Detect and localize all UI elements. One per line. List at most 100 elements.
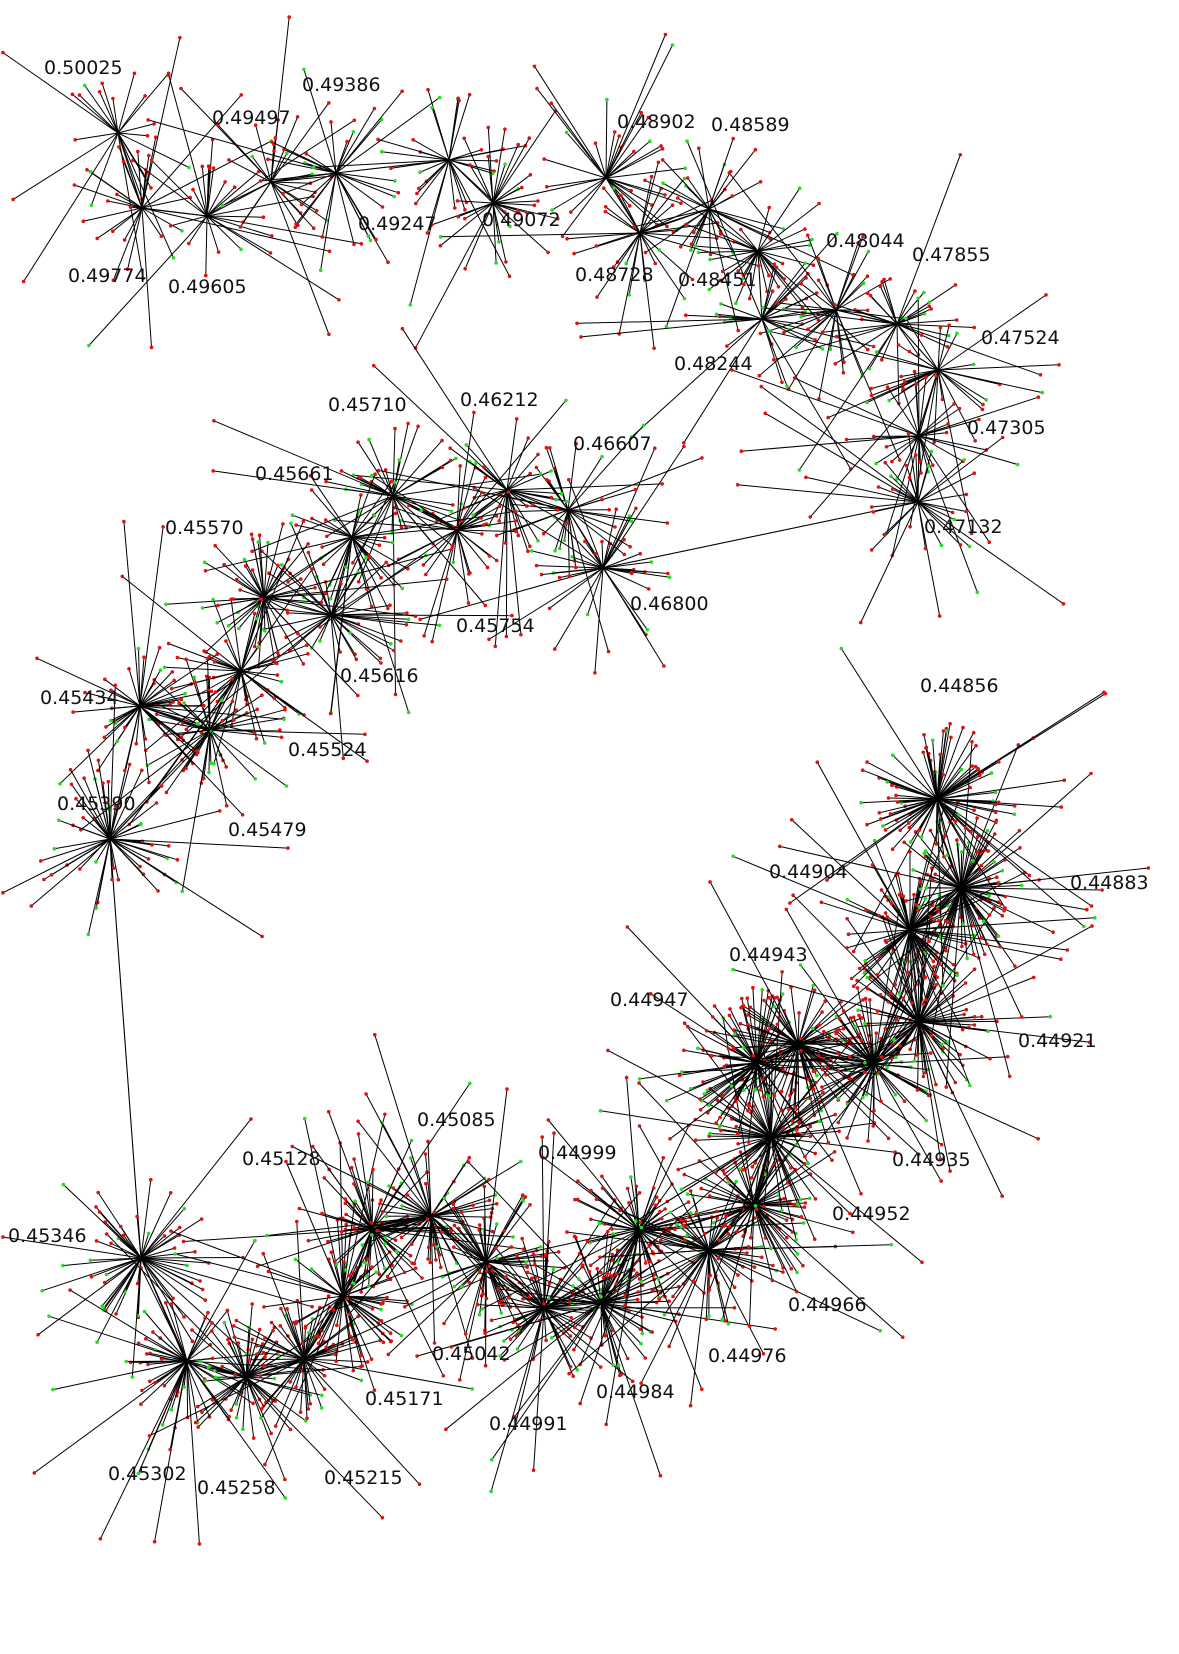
leaf-edge xyxy=(761,264,775,320)
leaf-edge xyxy=(853,929,911,987)
leaf-node xyxy=(782,330,786,335)
leaf-node xyxy=(182,1385,186,1389)
leaf-edge xyxy=(908,433,919,503)
leaf-node xyxy=(832,302,837,307)
leaf-node xyxy=(869,393,874,398)
leaf-node xyxy=(712,1004,717,1008)
leaf-node xyxy=(589,1217,593,1222)
leaf-edge xyxy=(605,177,658,226)
leaf-node xyxy=(738,1167,743,1171)
leaf-edge xyxy=(198,670,242,695)
leaf-node xyxy=(722,1172,727,1176)
leaf-node xyxy=(334,1359,339,1363)
leaf-edge xyxy=(486,1270,545,1309)
leaf-node xyxy=(708,880,712,884)
leaf-node xyxy=(432,1341,437,1345)
leaf-edge xyxy=(638,1125,690,1231)
leaf-edge xyxy=(328,1111,373,1230)
leaf-node xyxy=(846,932,851,936)
leaf-node xyxy=(653,261,658,266)
leaf-edge xyxy=(209,729,256,780)
leaf-node xyxy=(424,572,428,577)
leaf-edge xyxy=(177,614,332,740)
leaf-edge xyxy=(572,1285,602,1304)
leaf-node xyxy=(628,204,632,208)
leaf-edge xyxy=(887,948,920,1023)
cluster-link xyxy=(335,159,450,174)
leaf-node xyxy=(647,1243,651,1248)
leaf-node xyxy=(272,1376,277,1381)
leaf-node xyxy=(57,818,61,823)
leaf-node xyxy=(839,1000,843,1004)
leaf-node xyxy=(212,1369,217,1373)
leaf-node xyxy=(899,894,904,898)
cluster-c1 xyxy=(1,50,191,284)
leaf-edge xyxy=(325,519,353,538)
leaf-edge xyxy=(270,181,316,193)
leaf-edge xyxy=(901,895,911,931)
leaf-edge xyxy=(423,529,458,566)
leaf-node xyxy=(146,1362,150,1367)
leaf-node xyxy=(261,1251,266,1256)
leaf-edge xyxy=(392,426,419,497)
leaf-edge xyxy=(279,1325,305,1360)
leaf-edge xyxy=(488,567,604,640)
leaf-node xyxy=(958,153,963,157)
leaf-node xyxy=(718,1115,722,1120)
leaf-edge xyxy=(270,181,311,184)
leaf-edge xyxy=(567,509,609,652)
leaf-node xyxy=(855,986,860,990)
leaf-node xyxy=(290,513,295,517)
leaf-node xyxy=(210,1356,215,1361)
leaf-edge xyxy=(960,887,1005,912)
leaf-node xyxy=(115,739,120,743)
leaf-node xyxy=(116,877,121,882)
leaf-edge xyxy=(797,1043,839,1054)
leaf-node xyxy=(365,1360,370,1364)
leaf-node xyxy=(845,898,850,902)
leaf-edge xyxy=(335,172,369,237)
leaf-edge xyxy=(303,1358,362,1381)
leaf-edge xyxy=(183,1360,188,1388)
leaf-node xyxy=(595,295,599,299)
leaf-node xyxy=(772,262,777,267)
leaf-node xyxy=(412,1261,417,1266)
leaf-node xyxy=(836,1051,841,1056)
leaf-edge xyxy=(567,509,625,555)
leaf-edge xyxy=(140,1257,174,1299)
leaf-node xyxy=(47,1314,51,1318)
leaf-node xyxy=(187,241,191,246)
leaf-node xyxy=(916,908,920,913)
leaf-node xyxy=(802,1205,807,1209)
leaf-node xyxy=(785,1235,789,1240)
leaf-node xyxy=(250,154,254,159)
leaf-edge xyxy=(222,181,272,206)
leaf-node xyxy=(589,1188,593,1193)
leaf-node xyxy=(324,479,328,484)
leaf-node xyxy=(719,232,723,236)
leaf-node xyxy=(707,1103,711,1108)
leaf-edge xyxy=(960,887,988,945)
leaf-node xyxy=(972,1023,977,1027)
cluster-c39 xyxy=(415,1160,777,1478)
leaf-edge xyxy=(365,1093,432,1217)
leaf-node xyxy=(637,1277,642,1281)
leaf-node xyxy=(142,1309,147,1314)
leaf-node xyxy=(863,1061,867,1065)
leaf-node xyxy=(352,118,357,123)
leaf-edge xyxy=(917,501,970,547)
leaf-node xyxy=(637,1077,642,1081)
leaf-node xyxy=(263,1335,267,1340)
leaf-node xyxy=(308,1402,313,1406)
leaf-node xyxy=(179,697,184,702)
leaf-edge xyxy=(567,456,603,511)
leaf-node xyxy=(812,1237,817,1241)
leaf-node xyxy=(637,1191,642,1195)
leaf-node xyxy=(514,529,519,534)
leaf-edge xyxy=(918,1021,961,1056)
leaf-edge xyxy=(112,98,119,134)
leaf-edge xyxy=(140,1179,152,1259)
leaf-node xyxy=(680,1070,684,1074)
leaf-node xyxy=(298,211,303,215)
leaf-edge xyxy=(886,369,939,533)
